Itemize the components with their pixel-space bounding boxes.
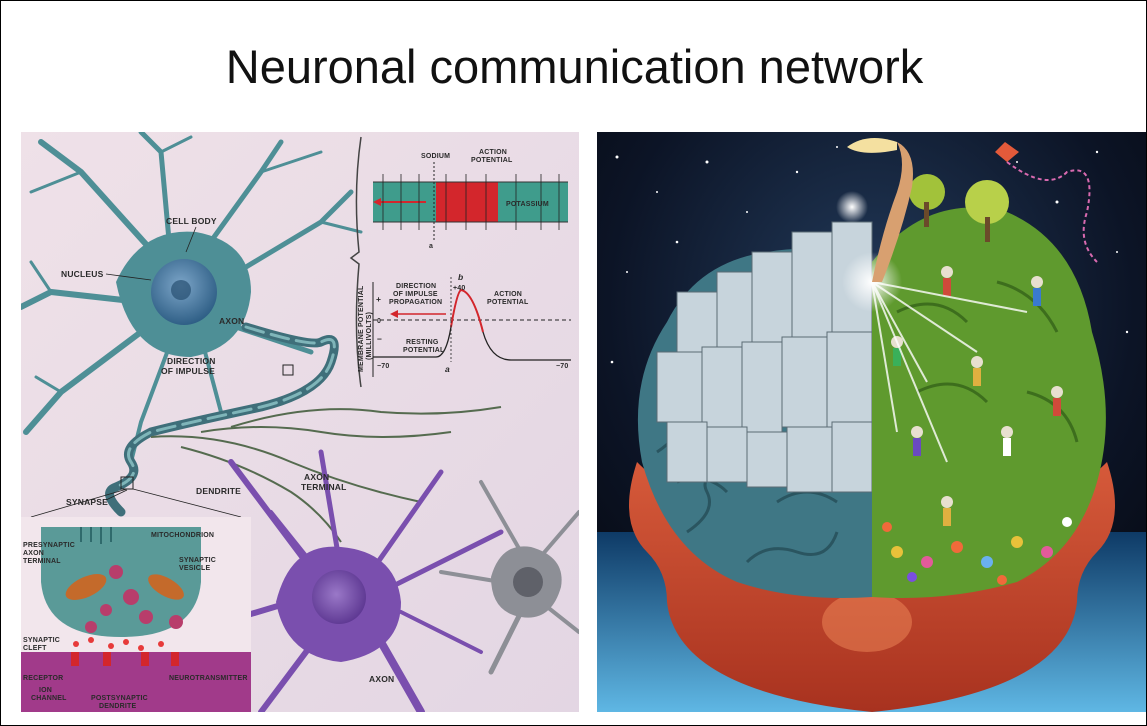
label-presynaptic-1: PRESYNAPTIC	[23, 542, 75, 549]
label-synaptic-cleft-2: CLEFT	[23, 645, 47, 652]
label-action-potential-graph-1: ACTION	[494, 291, 522, 298]
label-action-potential-top-1: ACTION	[479, 149, 507, 156]
label-dir-impulse-prop-2: OF IMPULSE	[393, 291, 438, 298]
label-resting-potential-2: POTENTIAL	[403, 347, 445, 354]
label-mitochondrion: MITOCHONDRION	[151, 532, 214, 539]
label-point-a-graph: a	[445, 364, 450, 374]
label-postsynaptic-1: POSTSYNAPTIC	[91, 695, 148, 702]
label-action-potential-top-2: POTENTIAL	[471, 157, 513, 164]
label-nucleus: NUCLEUS	[61, 269, 104, 279]
label-synaptic-cleft-1: SYNAPTIC	[23, 637, 60, 644]
label-millivolts: (MILLIVOLTS)	[366, 312, 373, 360]
label-dir-impulse-prop-1: DIRECTION	[396, 283, 436, 290]
label-action-potential-graph-2: POTENTIAL	[487, 299, 529, 306]
label-ion-channel-2: CHANNEL	[31, 695, 67, 702]
neuron-diagram-svg: SODIUM ACTION POTENTIAL POTASSIUM a DIRE…	[21, 132, 579, 712]
label-postsynaptic-2: DENDRITE	[99, 703, 137, 710]
label-axon-bottom: AXON	[369, 674, 394, 684]
label-point-b: b	[458, 272, 463, 282]
label-dir-impulse-prop-3: PROPAGATION	[389, 299, 442, 306]
brain-illustration-image	[597, 132, 1146, 712]
purple-nucleus	[312, 570, 366, 624]
label-minus70-left: −70	[377, 363, 389, 370]
label-axon-terminal-2: TERMINAL	[301, 482, 347, 492]
neuron-diagram-image: SODIUM ACTION POTENTIAL POTASSIUM a DIRE…	[21, 132, 579, 712]
brain-illustration-svg	[597, 132, 1146, 712]
label-sodium: SODIUM	[421, 153, 450, 160]
label-plus-sign: +	[376, 294, 381, 304]
label-direction-1: DIRECTION	[167, 356, 216, 366]
label-synapse: SYNAPSE	[66, 497, 108, 507]
label-receptor: RECEPTOR	[23, 675, 63, 682]
label-ion-channel-1: ION	[39, 687, 52, 694]
label-plus40: +40	[453, 285, 465, 292]
label-axon-terminal-1: AXON	[304, 472, 329, 482]
label-synaptic-vesicle-2: VESICLE	[179, 565, 210, 572]
label-presynaptic-2: AXON	[23, 550, 44, 557]
label-dendrite: DENDRITE	[196, 486, 241, 496]
label-point-a-top: a	[429, 243, 433, 250]
label-synaptic-vesicle-1: SYNAPTIC	[179, 557, 216, 564]
label-minus70-right: −70	[556, 363, 568, 370]
slide-title: Neuronal communication network	[1, 39, 1147, 94]
label-resting-potential-1: RESTING	[406, 339, 439, 346]
label-axon: AXON	[219, 316, 244, 326]
label-potassium: POTASSIUM	[506, 201, 549, 208]
label-direction-2: OF IMPULSE	[161, 366, 215, 376]
label-presynaptic-3: TERMINAL	[23, 558, 61, 565]
label-membrane-potential: MEMBRANE POTENTIAL	[358, 285, 365, 372]
label-minus-sign: −	[377, 334, 382, 344]
label-cell-body: CELL BODY	[166, 216, 217, 226]
label-zero: 0	[377, 318, 381, 325]
label-neurotransmitter: NEUROTRANSMITTER	[169, 675, 248, 682]
